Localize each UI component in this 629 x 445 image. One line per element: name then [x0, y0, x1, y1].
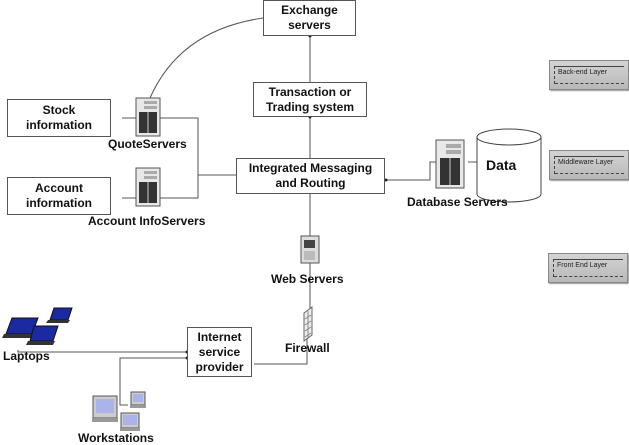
account-server-icon — [135, 167, 161, 207]
connector-workstations-isp — [119, 357, 187, 406]
legend-middleware-label: Middleware Layer — [558, 159, 614, 166]
workstations-label: Workstations — [78, 431, 154, 445]
stock-information-box: Stock information — [7, 99, 111, 137]
firewall-label: Firewall — [285, 341, 330, 355]
laptops-label: Laptops — [3, 349, 50, 363]
account-information-box: Account information — [7, 177, 111, 215]
web-servers-label: Web Servers — [271, 272, 344, 286]
database-servers-label: Database Servers — [407, 195, 508, 209]
messaging-routing-box: Integrated Messaging and Routing — [236, 158, 385, 194]
account-info-servers-label: Account InfoServers — [88, 214, 206, 228]
legend-middleware-layer: Middleware Layer — [549, 150, 629, 180]
legend-back-end-layer: Back-end Layer — [549, 60, 629, 90]
web-server-icon — [300, 235, 320, 264]
transaction-system-box: Transaction or Trading system — [253, 82, 367, 117]
legend-front-end-layer: Front End Layer — [548, 253, 628, 283]
connector-laptops-isp — [17, 350, 187, 353]
database-server-icon — [435, 139, 465, 189]
quote-servers-label: QuoteServers — [108, 137, 187, 151]
exchange-servers-box: Exchange servers — [263, 0, 356, 36]
quote-server-icon — [135, 97, 161, 137]
data-label: Data — [486, 157, 517, 173]
connector-exchange-quote — [149, 17, 264, 99]
legend-front-end-label: Front End Layer — [557, 262, 608, 269]
isp-box: Internet service provider — [187, 327, 252, 377]
firewall-icon — [303, 306, 313, 342]
connector-db-messaging — [386, 161, 436, 181]
workstations-icon — [92, 391, 146, 431]
data-cylinder-icon — [476, 128, 542, 203]
laptops-icon — [2, 307, 73, 345]
connector-firewall-isp — [254, 338, 308, 365]
legend-back-end-label: Back-end Layer — [558, 69, 608, 76]
